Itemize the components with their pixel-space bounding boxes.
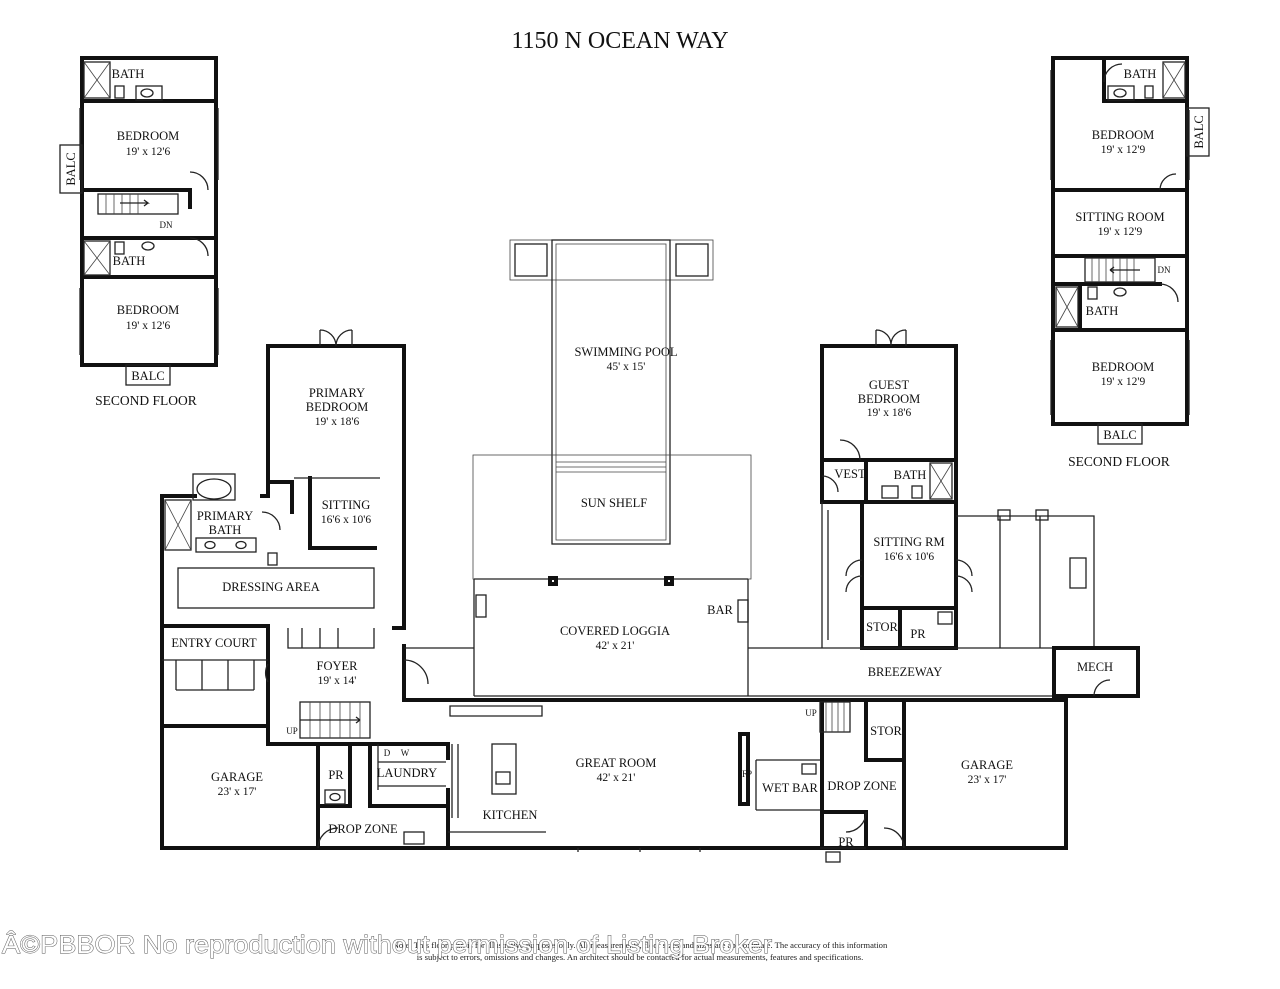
right-side-balc-label: BALC <box>1192 115 1206 148</box>
stair-up-left: UP <box>286 726 298 736</box>
disclaimer-line-1: Note: This floor plan is for illustrativ… <box>393 940 888 950</box>
left-second-floor-wing: BALC BALC BATH BEDROOM 19' x 12'6 DN BAT… <box>59 56 219 408</box>
right-second-floor-wing: BALC BALC BATH BEDROOM 19' x 12'9 SITTIN… <box>1050 56 1210 469</box>
drop-zone-left-label: DROP ZONE <box>328 822 398 836</box>
left-bath-top-label: BATH <box>112 67 145 81</box>
left-bottom-balc-label: BALC <box>131 369 164 383</box>
garage-right-label: GARAGE <box>961 758 1013 772</box>
covered-loggia: COVERED LOGGIA 42' x 21' BAR <box>473 576 749 697</box>
entry-foyer: ENTRY COURT FOYER 19' x 14' UP <box>160 624 450 746</box>
garage-right-dims: 23' x 17' <box>968 774 1007 786</box>
right-sitting-room-dims: 19' x 12'9 <box>1098 226 1143 238</box>
garage-left-label: GARAGE <box>211 770 263 784</box>
laundry-label: LAUNDRY <box>377 766 437 780</box>
swimming-pool <box>551 239 671 545</box>
right-side-balcony <box>1186 107 1210 157</box>
left-bedroom-bottom-dims: 19' x 12'6 <box>126 320 171 332</box>
primary-bedroom-label-2: BEDROOM <box>306 400 369 414</box>
breezeway-label: BREEZEWAY <box>868 665 943 679</box>
guest-bedroom-label-2: BEDROOM <box>858 392 921 406</box>
washer-label: W <box>401 748 410 758</box>
right-bedroom-top-label: BEDROOM <box>1092 128 1155 142</box>
primary-bath-label-1: PRIMARY <box>197 509 253 523</box>
pr-upper-label: PR <box>910 627 926 641</box>
left-side-balcony <box>59 144 83 194</box>
guest-bath-label: BATH <box>894 468 927 482</box>
left-side-balc-label: BALC <box>64 152 78 185</box>
right-bedroom-bottom-dims: 19' x 12'9 <box>1101 376 1146 388</box>
left-bedroom-top-label: BEDROOM <box>117 129 180 143</box>
great-room-label: GREAT ROOM <box>576 756 657 770</box>
left-garage-service: GARAGE 23' x 17' PR D W LAUNDRY DROP ZON… <box>160 724 450 850</box>
pool-dims: 45' x 15' <box>607 361 646 373</box>
garage-left-dims: 23' x 17' <box>218 786 257 798</box>
sitting-rm-dims: 16'6 x 10'6 <box>884 551 934 563</box>
guest-bedroom-label-1: GUEST <box>869 378 910 392</box>
copyright-watermark: Â©PBBOR No reproduction without permissi… <box>2 930 772 959</box>
right-bottom-balcony <box>1097 423 1143 445</box>
covered-loggia-label: COVERED LOGGIA <box>560 624 670 638</box>
vest-label: VEST <box>834 467 866 481</box>
right-stair-dn: DN <box>1158 265 1171 275</box>
pool-deck <box>472 454 752 580</box>
primary-suite: PRIMARY BATH PRIMARY BEDROOM 19' x 18'6 … <box>160 329 406 649</box>
sun-shelf-label: SUN SHELF <box>581 496 647 510</box>
sitting-label: SITTING <box>322 498 371 512</box>
bar-label: BAR <box>707 603 733 617</box>
breezeway-mech: BREEZEWAY MECH <box>404 646 1140 698</box>
right-garage-service: STOR DROP ZONE PR GARAGE 23' x 17' <box>819 698 1068 863</box>
fireplace-label: FP <box>742 769 752 779</box>
stair-up-right: UP <box>805 708 817 718</box>
sitting-rm-label: SITTING RM <box>873 535 944 549</box>
mech-label: MECH <box>1077 660 1113 674</box>
wet-bar-label: WET BAR <box>762 781 818 795</box>
sitting-rm-area: SITTING RM 16'6 x 10'6 STOR PR <box>821 500 1095 650</box>
great-room-kitchen: GREAT ROOM 42' x 21' KITCHEN FP WET BAR … <box>446 698 824 850</box>
dryer-label: D <box>384 748 391 758</box>
great-room-dims: 42' x 21' <box>597 772 636 784</box>
primary-bath-label-2: BATH <box>209 523 242 537</box>
plan-title: 1150 N OCEAN WAY <box>511 28 728 54</box>
sitting-dims: 16'6 x 10'6 <box>321 514 371 526</box>
left-bath-mid-label: BATH <box>113 254 146 268</box>
pr-left-label: PR <box>328 768 344 782</box>
left-stair-dn: DN <box>160 220 173 230</box>
left-floor-label: SECOND FLOOR <box>95 393 197 408</box>
right-sitting-room-label: SITTING ROOM <box>1075 210 1164 224</box>
foyer-label: FOYER <box>317 659 359 673</box>
left-bedroom-top-dims: 19' x 12'6 <box>126 146 171 158</box>
dressing-area-label: DRESSING AREA <box>222 580 320 594</box>
pr-right-label: PR <box>838 835 854 849</box>
right-bath-top-label: BATH <box>1124 67 1157 81</box>
entry-court-label: ENTRY COURT <box>171 636 257 650</box>
right-bath-lower-label: BATH <box>1086 304 1119 318</box>
kitchen-label: KITCHEN <box>483 808 538 822</box>
right-bedroom-top-dims: 19' x 12'9 <box>1101 144 1146 156</box>
left-wing-outline <box>80 56 218 367</box>
disclaimer-line-2: is subject to errors, omissions and chan… <box>417 952 864 962</box>
primary-bedroom-dims: 19' x 18'6 <box>315 416 360 428</box>
pool-label: SWIMMING POOL <box>574 345 677 359</box>
foyer-dims: 19' x 14' <box>318 675 357 687</box>
right-floor-label: SECOND FLOOR <box>1068 454 1170 469</box>
left-bottom-balcony <box>125 364 171 386</box>
covered-loggia-dims: 42' x 21' <box>596 640 635 652</box>
pool-area: SWIMMING POOL 45' x 15' SUN SHELF <box>472 239 752 580</box>
right-bedroom-bottom-label: BEDROOM <box>1092 360 1155 374</box>
stor-lower-label: STOR <box>870 724 902 738</box>
guest-suite: GUEST BEDROOM 19' x 18'6 VEST BATH <box>820 329 958 504</box>
stor-upper-label: STOR <box>866 620 898 634</box>
right-bottom-balc-label: BALC <box>1103 428 1136 442</box>
guest-bedroom-dims: 19' x 18'6 <box>867 407 912 419</box>
left-bedroom-bottom-label: BEDROOM <box>117 303 180 317</box>
primary-bedroom-label-1: PRIMARY <box>309 386 365 400</box>
drop-zone-right-label: DROP ZONE <box>827 779 897 793</box>
